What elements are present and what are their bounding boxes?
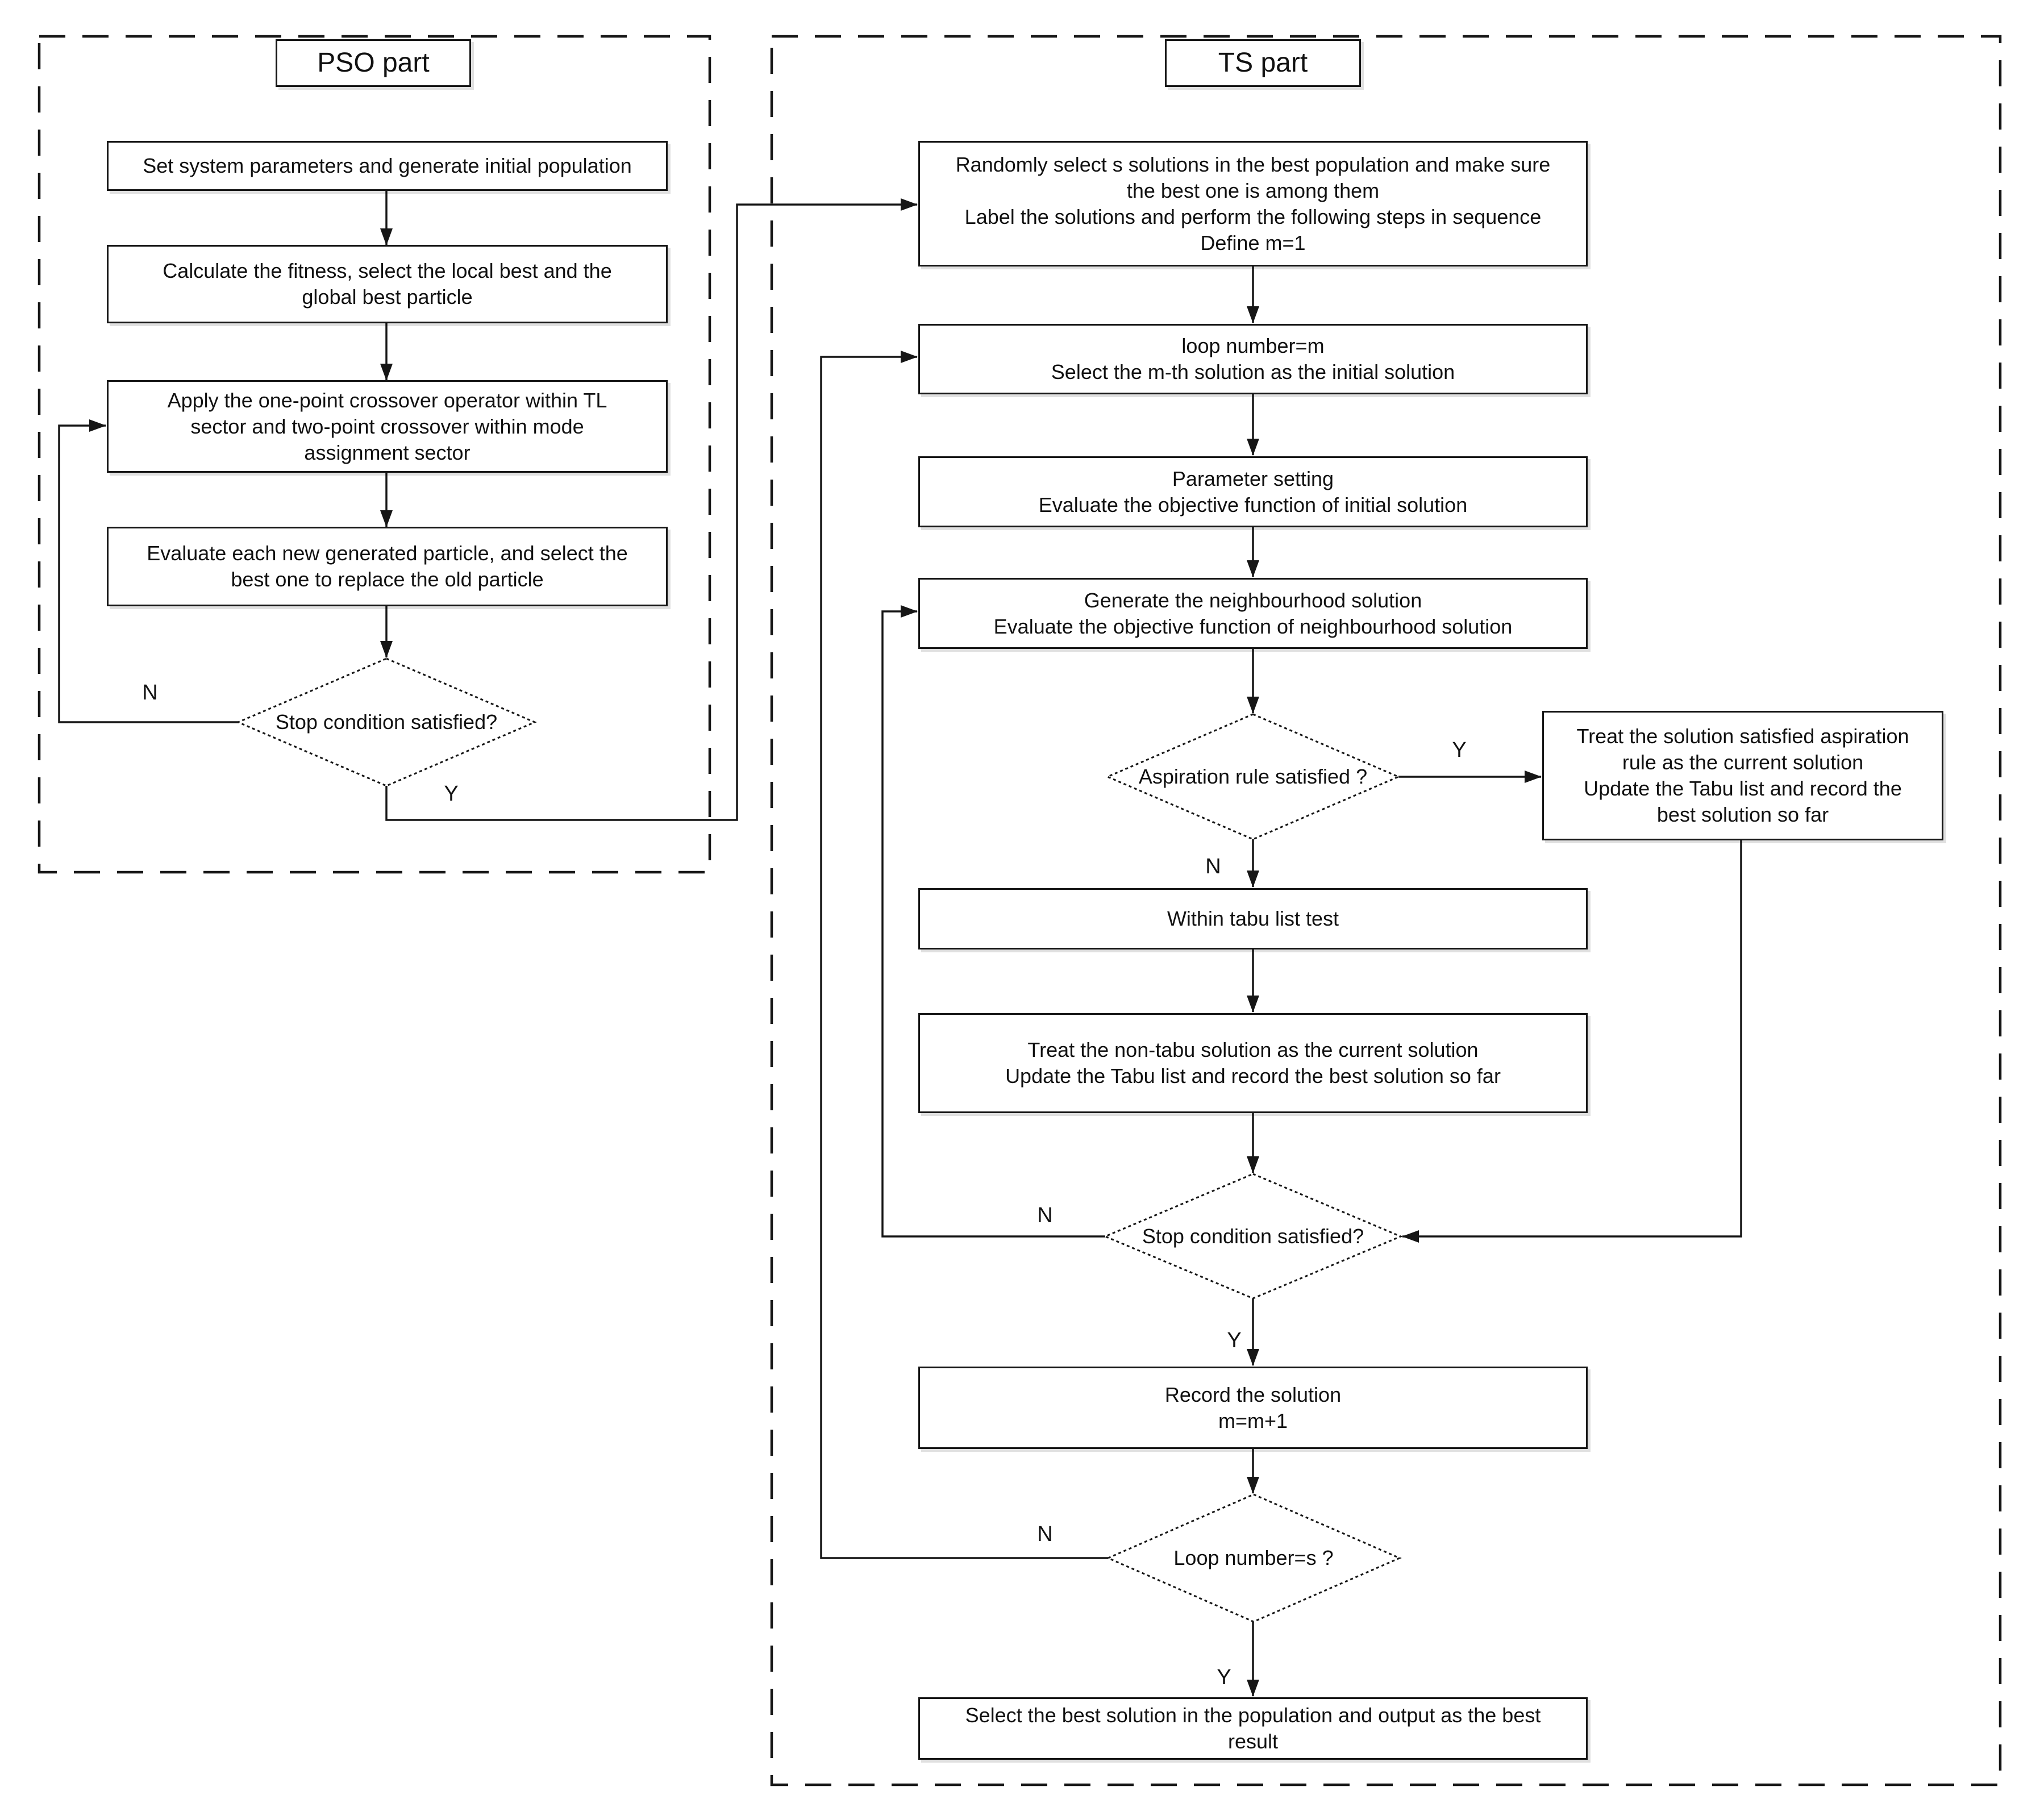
ts-step2-text-line1: loop number=m xyxy=(1181,334,1325,357)
ts-stop-decision-diamond xyxy=(1103,1173,1403,1300)
ts-step6-text-line1: Treat the non-tabu solution as the curre… xyxy=(1027,1038,1479,1061)
pso-step3-text-line1: Apply the one-point crossover operator w… xyxy=(167,388,607,412)
ts-loop-decision-diamond xyxy=(1106,1493,1402,1623)
ts-step4-text-line2: Evaluate the objective function of neigh… xyxy=(993,614,1513,638)
arrow-aspiration-box-to-stop xyxy=(1402,840,1742,1243)
ts-stop-decision-text: Stop condition satisfied? xyxy=(1142,1225,1364,1248)
pso-step2-box: Calculate the fitness, select the local … xyxy=(107,245,668,323)
arrow-stop-no-loop xyxy=(881,605,1105,1238)
pso-step4-text-line2: best one to replace the old particle xyxy=(231,568,544,591)
ts-step2-text-line2: Select the m-th solution as the initial … xyxy=(1051,360,1455,384)
ts-step7-text-line1: Record the solution xyxy=(1164,1382,1342,1406)
ts-step1-text-line4: Define m=1 xyxy=(1200,231,1306,255)
arrow-loop-no xyxy=(820,351,1108,1559)
pso-step3-text-line3: assignment sector xyxy=(304,440,471,464)
ts-aspiration-decision-diamond xyxy=(1105,713,1401,840)
ts-step3-box: Parameter setting Evaluate the objective… xyxy=(918,456,1588,527)
arrow-pso-decision-yes-to-ts xyxy=(385,198,918,821)
ts-step6-box: Treat the non-tabu solution as the curre… xyxy=(918,1013,1588,1113)
ts-step7-box: Record the solution m=m+1 xyxy=(918,1367,1588,1449)
ts-section-border xyxy=(770,35,2002,1786)
pso-section-title-text: PSO part xyxy=(317,48,430,78)
ts-step2-box: loop number=m Select the m-th solution a… xyxy=(918,324,1588,394)
ts-step1-text-line3: Label the solutions and perform the foll… xyxy=(964,205,1542,228)
ts-step4-text-line1: Generate the neighbourhood solution xyxy=(1084,588,1422,612)
pso-section-title: PSO part xyxy=(276,39,471,87)
ts-aspiration-result-line3: Update the Tabu list and record the xyxy=(1584,777,1902,800)
ts-step7-text-line2: m=m+1 xyxy=(1218,1409,1288,1432)
pso-section-border xyxy=(38,35,711,874)
ts-step5-box: Within tabu list test xyxy=(918,888,1588,949)
ts-step8-text-line1: Select the best solution in the populati… xyxy=(965,1704,1541,1727)
ts-stop-yes-label: Y xyxy=(1227,1328,1242,1352)
pso-stop-yes-label: Y xyxy=(444,782,459,806)
pso-stop-decision-diamond xyxy=(236,657,537,787)
pso-step2-text-line1: Calculate the fitness, select the local … xyxy=(163,259,612,282)
pso-step1-box: Set system parameters and generate initi… xyxy=(107,141,668,191)
ts-aspiration-result-box: Treat the solution satisfied aspiration … xyxy=(1542,711,1943,840)
ts-step5-text: Within tabu list test xyxy=(1167,907,1339,930)
ts-aspiration-result-line2: rule as the current solution xyxy=(1622,751,1864,774)
ts-step6-text-line2: Update the Tabu list and record the best… xyxy=(1005,1064,1501,1088)
ts-step1-text-line1: Randomly select s solutions in the best … xyxy=(955,152,1551,176)
pso-step2-text-line2: global best particle xyxy=(302,285,473,309)
ts-step3-text-line2: Evaluate the objective function of initi… xyxy=(1038,493,1468,517)
ts-section-title-text: TS part xyxy=(1218,48,1308,78)
ts-step8-box: Select the best solution in the populati… xyxy=(918,1697,1588,1760)
pso-stop-no-label: N xyxy=(142,681,158,705)
ts-loop-yes-label: Y xyxy=(1217,1665,1231,1689)
ts-loop-decision-text: Loop number=s ? xyxy=(1173,1546,1334,1569)
arrow-pso-decision-no-loop xyxy=(58,419,238,723)
ts-aspiration-result-line4: best solution so far xyxy=(1656,803,1829,826)
ts-step4-box: Generate the neighbourhood solution Eval… xyxy=(918,578,1588,649)
ts-step8-text-line2: result xyxy=(1227,1730,1279,1753)
ts-aspiration-decision-text: Aspiration rule satisfied ? xyxy=(1138,765,1368,788)
ts-aspiration-yes-label: Y xyxy=(1452,738,1467,762)
pso-stop-decision-text: Stop condition satisfied? xyxy=(275,710,498,734)
ts-stop-no-label: N xyxy=(1037,1203,1053,1227)
pso-step1-text: Set system parameters and generate initi… xyxy=(143,154,632,177)
pso-step3-box: Apply the one-point crossover operator w… xyxy=(107,380,668,473)
ts-step1-box: Randomly select s solutions in the best … xyxy=(918,141,1588,266)
ts-step1-text-line2: the best one is among them xyxy=(1126,178,1380,202)
ts-step3-text-line1: Parameter setting xyxy=(1172,467,1334,490)
ts-aspiration-no-label: N xyxy=(1205,855,1221,878)
ts-loop-no-label: N xyxy=(1037,1522,1053,1546)
pso-step3-text-line2: sector and two-point crossover within mo… xyxy=(190,414,584,438)
ts-section-title: TS part xyxy=(1165,39,1361,87)
pso-step4-text-line1: Evaluate each new generated particle, an… xyxy=(147,542,628,565)
pso-step4-box: Evaluate each new generated particle, an… xyxy=(107,527,668,606)
ts-aspiration-result-line1: Treat the solution satisfied aspiration xyxy=(1576,724,1909,748)
